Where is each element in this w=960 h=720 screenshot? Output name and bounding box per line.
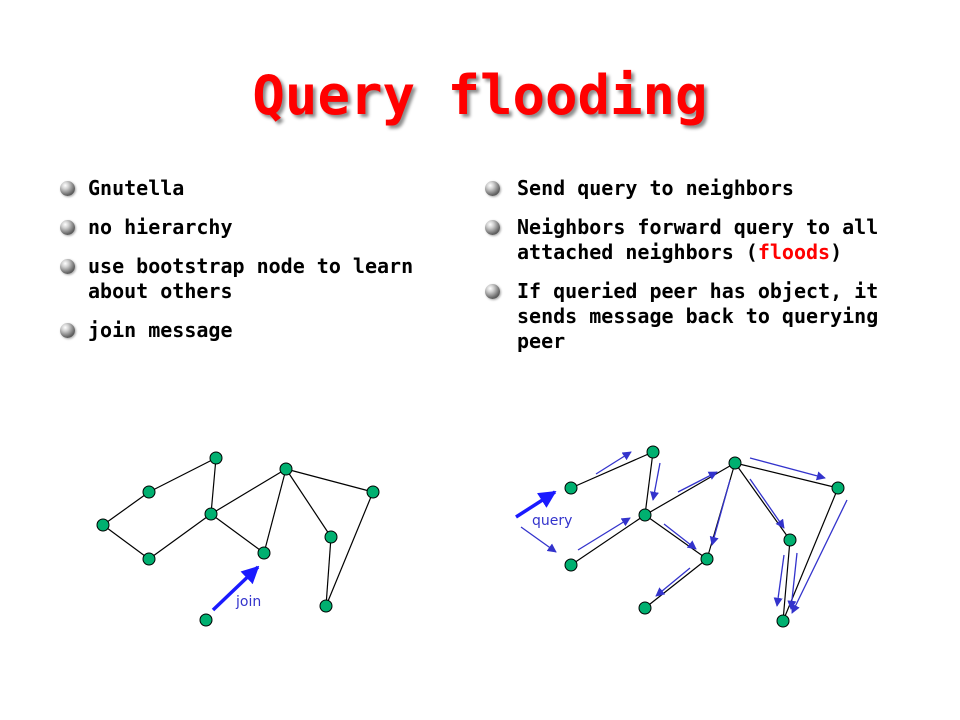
network-edge [102, 524, 150, 560]
left-bullet-list: Gnutella no hierarchy use bootstrap node… [60, 176, 440, 357]
network-edge [263, 468, 287, 554]
query-arrow [787, 552, 798, 610]
join-arrow [211, 565, 260, 612]
network-edge [210, 468, 287, 515]
network-node [564, 481, 578, 495]
query-arrow [773, 554, 785, 607]
join-label: join [235, 594, 261, 610]
query-arrow [663, 523, 697, 550]
query-arrow [709, 479, 731, 546]
network-node [199, 613, 213, 627]
network-node [324, 530, 338, 544]
network-node [366, 485, 380, 499]
network-node [279, 462, 293, 476]
network-node [142, 552, 156, 566]
bullet-sphere-icon [485, 181, 500, 196]
network-node [209, 451, 223, 465]
bullet-text: no hierarchy [88, 215, 233, 239]
network-edge [325, 491, 374, 607]
network-edge [644, 514, 708, 560]
network-node [700, 552, 714, 566]
network-edge [148, 457, 217, 493]
network-edge [210, 513, 265, 554]
network-node [319, 599, 333, 613]
bullet-sphere-icon [60, 323, 75, 338]
query-arrow [677, 471, 718, 493]
network-edge [644, 451, 654, 516]
network-node [776, 614, 790, 628]
bullet-text: use bootstrap node to learn about others [88, 254, 414, 303]
right-bullet-list: Send query to neighbors Neighbors forwar… [485, 176, 910, 368]
network-node [831, 481, 845, 495]
bullet-text-end: ) [830, 240, 843, 264]
network-node [646, 445, 660, 459]
network-edge [325, 536, 332, 607]
bullet-sphere-icon [485, 220, 500, 235]
network-edge [570, 451, 654, 489]
network-node [142, 485, 156, 499]
network-edge [570, 514, 646, 566]
network-node [257, 546, 271, 560]
network-edge [644, 462, 736, 516]
bullet-text-start: Neighbors forward query to all attached … [517, 215, 879, 264]
bullet-text: Send query to neighbors [517, 176, 794, 200]
query-arrow [520, 526, 557, 553]
bullet-text: join message [88, 318, 233, 342]
query-arrow [749, 478, 785, 529]
network-node [783, 533, 797, 547]
network-edge [782, 539, 791, 622]
bullet-item: Neighbors forward query to all attached … [485, 215, 910, 265]
network-node [96, 518, 110, 532]
bullet-item: Gnutella [60, 176, 440, 201]
query-arrow [791, 499, 848, 614]
bullet-item: If queried peer has object, it sends mes… [485, 279, 910, 354]
bullet-item: Send query to neighbors [485, 176, 910, 201]
network-node [728, 456, 742, 470]
network-edge [285, 468, 332, 538]
network-edge [210, 457, 217, 515]
bullet-item: use bootstrap node to learn about others [60, 254, 440, 304]
query-origin-arrow [515, 490, 557, 519]
network-node [564, 558, 578, 572]
join-network-diagram: join [96, 451, 380, 627]
bullet-item: join message [60, 318, 440, 343]
query-arrow [595, 451, 632, 475]
bullet-sphere-icon [60, 181, 75, 196]
query-label: query [532, 513, 572, 529]
slide-title: Query flooding [252, 64, 708, 127]
network-edge [734, 462, 839, 489]
network-edge [285, 468, 374, 493]
bullet-text: Gnutella [88, 176, 185, 200]
bullet-sphere-icon [60, 220, 75, 235]
network-node [638, 601, 652, 615]
bullet-item: no hierarchy [60, 215, 440, 240]
bullet-sphere-icon [485, 284, 500, 299]
network-edge [148, 513, 212, 560]
query-arrow [577, 517, 631, 551]
query-arrow [655, 567, 691, 597]
bullet-sphere-icon [60, 259, 75, 274]
highlight-floods: floods [757, 240, 831, 264]
network-node [204, 507, 218, 521]
network-node [638, 508, 652, 522]
query-flood-diagram: query [515, 445, 848, 628]
query-arrow [749, 457, 826, 481]
network-edge [644, 558, 708, 609]
network-edge [102, 491, 150, 526]
bullet-text: If queried peer has object, it sends mes… [517, 279, 879, 353]
query-arrow [650, 462, 661, 501]
